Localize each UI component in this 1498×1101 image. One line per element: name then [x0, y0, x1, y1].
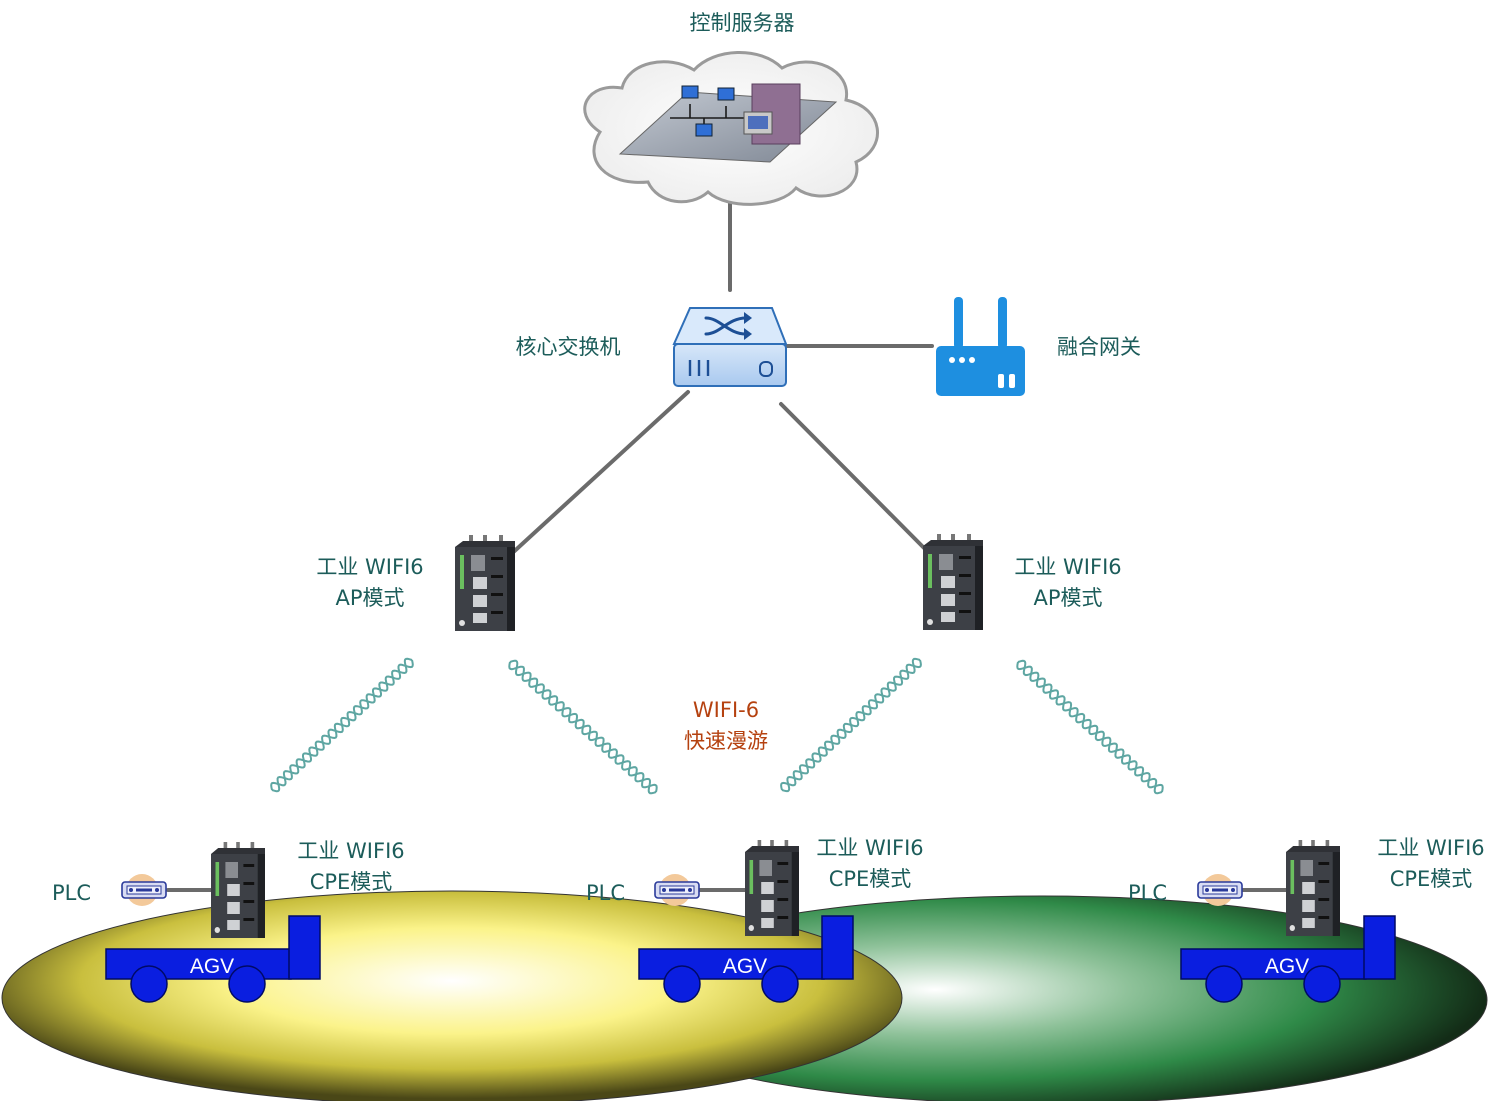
gateway-label: 融合网关	[1057, 335, 1141, 359]
cpe-label-2-line2: CPE模式	[828, 867, 912, 891]
cpe-label-2: 工业 WIFI6 CPE模式	[800, 833, 940, 895]
ap-label-left: 工业 WIFI6 AP模式	[300, 552, 440, 614]
cpe-label-1-line1: 工业 WIFI6	[297, 839, 405, 863]
switch-icon	[672, 307, 788, 387]
plc-icon-2	[654, 873, 700, 907]
wireless-wave-icon	[270, 659, 414, 791]
agv-label-2: AGV	[723, 955, 767, 978]
router-icon	[936, 297, 1025, 396]
link-switch-ap-right	[779, 402, 933, 557]
cpe-device-2	[745, 840, 799, 936]
wireless-wave-icon	[780, 659, 922, 791]
cpe-label-1-line2: CPE模式	[309, 870, 393, 894]
link-switch-ap-left	[506, 390, 690, 559]
roaming-label-line1: WIFI-6	[692, 698, 760, 722]
agv-vehicle-3: AGV	[1180, 915, 1396, 1003]
agv-vehicle-1: AGV	[105, 915, 321, 1003]
ap-device-left	[455, 535, 515, 631]
cpe-label-2-line1: 工业 WIFI6	[816, 836, 924, 860]
agv-group-2: AGV	[638, 840, 854, 1003]
cpe-device-3	[1286, 840, 1340, 936]
ap-label-left-line2: AP模式	[335, 586, 405, 610]
plc-icon-3	[1197, 873, 1243, 907]
server-label: 控制服务器	[689, 11, 795, 35]
wireless-wave-icon	[509, 659, 657, 795]
agv-label-3: AGV	[1265, 955, 1309, 978]
cpe-label-1: 工业 WIFI6 CPE模式	[281, 836, 421, 898]
ap-label-right-line2: AP模式	[1033, 586, 1103, 610]
plc-icon-1	[121, 873, 167, 907]
coverage-zone-left	[1, 890, 903, 1101]
ap-label-right-line1: 工业 WIFI6	[1014, 555, 1122, 579]
plc-label-3: PLC	[1128, 881, 1168, 905]
agv-vehicle-2: AGV	[638, 915, 854, 1003]
ap-device-right	[923, 534, 983, 630]
network-links	[166, 176, 1290, 892]
cpe-device-1	[211, 842, 265, 938]
roaming-label-line2: 快速漫游	[684, 729, 768, 753]
agv-group-1: AGV	[105, 842, 321, 1003]
agv-label-1: AGV	[190, 955, 234, 978]
roaming-label: WIFI-6 快速漫游	[666, 695, 786, 757]
cpe-label-3-line1: 工业 WIFI6	[1377, 836, 1485, 860]
cpe-label-3: 工业 WIFI6 CPE模式	[1361, 833, 1498, 895]
plc-label-2: PLC	[586, 881, 626, 905]
agv-group-3: AGV	[1180, 840, 1396, 1003]
plc-label-1: PLC	[52, 881, 92, 905]
cloud-lan-icon	[583, 51, 880, 206]
core-switch-label: 核心交换机	[515, 335, 621, 359]
cpe-label-3-line2: CPE模式	[1389, 867, 1473, 891]
ap-label-right: 工业 WIFI6 AP模式	[998, 552, 1138, 614]
wireless-wave-icon	[1017, 659, 1163, 795]
ap-label-left-line1: 工业 WIFI6	[316, 555, 424, 579]
wireless-wave-group	[270, 657, 1164, 795]
